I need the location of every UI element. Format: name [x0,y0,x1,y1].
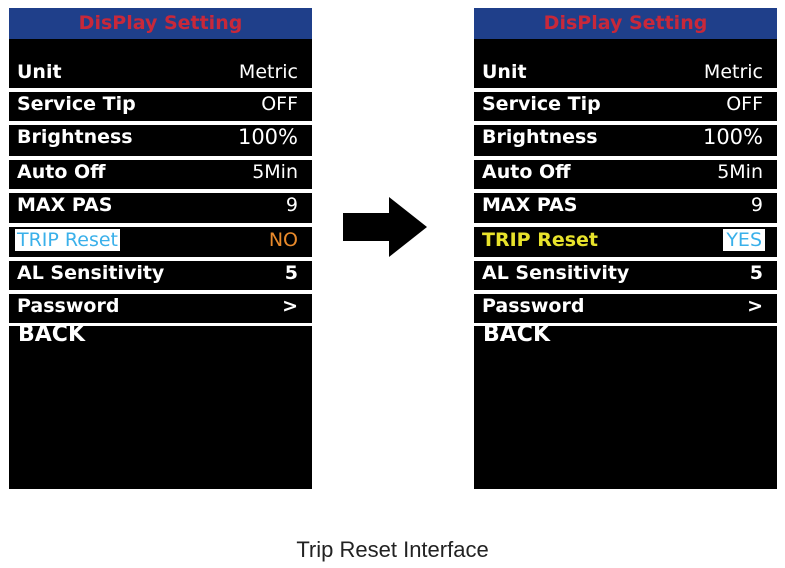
back-button[interactable]: BACK [483,322,550,347]
menu-item-service-tip[interactable]: Service Tip OFF [474,92,777,120]
menu-item-trip-reset[interactable]: TRIP Reset NO [9,228,312,256]
menu-item-al-sensitivity[interactable]: AL Sensitivity 5 [474,261,777,289]
back-button[interactable]: BACK [18,322,85,347]
menu-item-label: Brightness [482,126,598,148]
chevron-right-icon: > [282,295,298,317]
menu-item-value: Metric [703,61,763,83]
divider [9,88,312,92]
menu-item-password[interactable]: Password > [9,294,312,322]
divider [9,156,312,160]
display-screen-left: DisPlay Setting Unit Metric Service Tip … [9,8,312,489]
menu-item-value: 100% [702,125,763,149]
menu-item-trip-reset[interactable]: TRIP Reset YES [474,228,777,256]
menu-item-password[interactable]: Password > [474,294,777,322]
figure-caption: Trip Reset Interface [296,537,489,562]
menu-item-label: Password [17,295,120,317]
divider [474,189,777,193]
title-bar: DisPlay Setting [9,8,312,39]
menu-item-value: OFF [726,93,763,115]
menu-item-auto-off[interactable]: Auto Off 5Min [9,160,312,188]
title-bar: DisPlay Setting [474,8,777,39]
menu-item-service-tip[interactable]: Service Tip OFF [9,92,312,120]
menu-item-label: Password [482,295,585,317]
menu-item-value: 5Min [717,161,763,183]
menu-item-label-selected: TRIP Reset [482,229,598,251]
divider [9,323,312,326]
menu-item-unit[interactable]: Unit Metric [9,60,312,86]
menu-item-label: Auto Off [482,161,571,183]
menu-item-brightness[interactable]: Brightness 100% [9,125,312,153]
menu-item-value: 9 [285,194,298,216]
divider [9,290,312,294]
right-arrow-icon [343,197,427,257]
chevron-right-icon: > [747,295,763,317]
menu-item-value: NO [268,229,298,251]
menu-item-value: OFF [261,93,298,115]
menu-item-label: Service Tip [482,93,601,115]
divider [474,121,777,125]
menu-item-label: Unit [17,61,62,83]
divider [474,88,777,92]
menu-item-max-pas[interactable]: MAX PAS 9 [9,193,312,221]
menu-item-al-sensitivity[interactable]: AL Sensitivity 5 [9,261,312,289]
menu-item-value: Metric [238,61,298,83]
menu-item-max-pas[interactable]: MAX PAS 9 [474,193,777,221]
menu-item-label-selected: TRIP Reset [15,229,120,251]
menu-item-auto-off[interactable]: Auto Off 5Min [474,160,777,188]
divider [474,223,777,227]
menu-item-label: Service Tip [17,93,136,115]
menu-item-label: AL Sensitivity [482,262,630,284]
menu-item-label: Auto Off [17,161,106,183]
divider [474,323,777,326]
menu-item-label: MAX PAS [482,194,578,216]
divider [474,290,777,294]
menu-item-value: 5 [749,262,763,284]
menu-item-unit[interactable]: Unit Metric [474,60,777,86]
divider [9,223,312,227]
menu-item-value: 100% [237,125,298,149]
divider [474,257,777,261]
divider [9,121,312,125]
menu-item-label: AL Sensitivity [17,262,165,284]
menu-item-value-selected[interactable]: YES [723,229,765,251]
menu-item-brightness[interactable]: Brightness 100% [474,125,777,153]
menu-item-label: MAX PAS [17,194,113,216]
menu-item-label: Unit [482,61,527,83]
display-screen-right: DisPlay Setting Unit Metric Service Tip … [474,8,777,489]
divider [474,156,777,160]
menu-item-label: Brightness [17,126,133,148]
divider [9,189,312,193]
menu-item-value: 5 [284,262,298,284]
menu-item-value: 5Min [252,161,298,183]
divider [9,257,312,261]
menu-item-value: 9 [750,194,763,216]
